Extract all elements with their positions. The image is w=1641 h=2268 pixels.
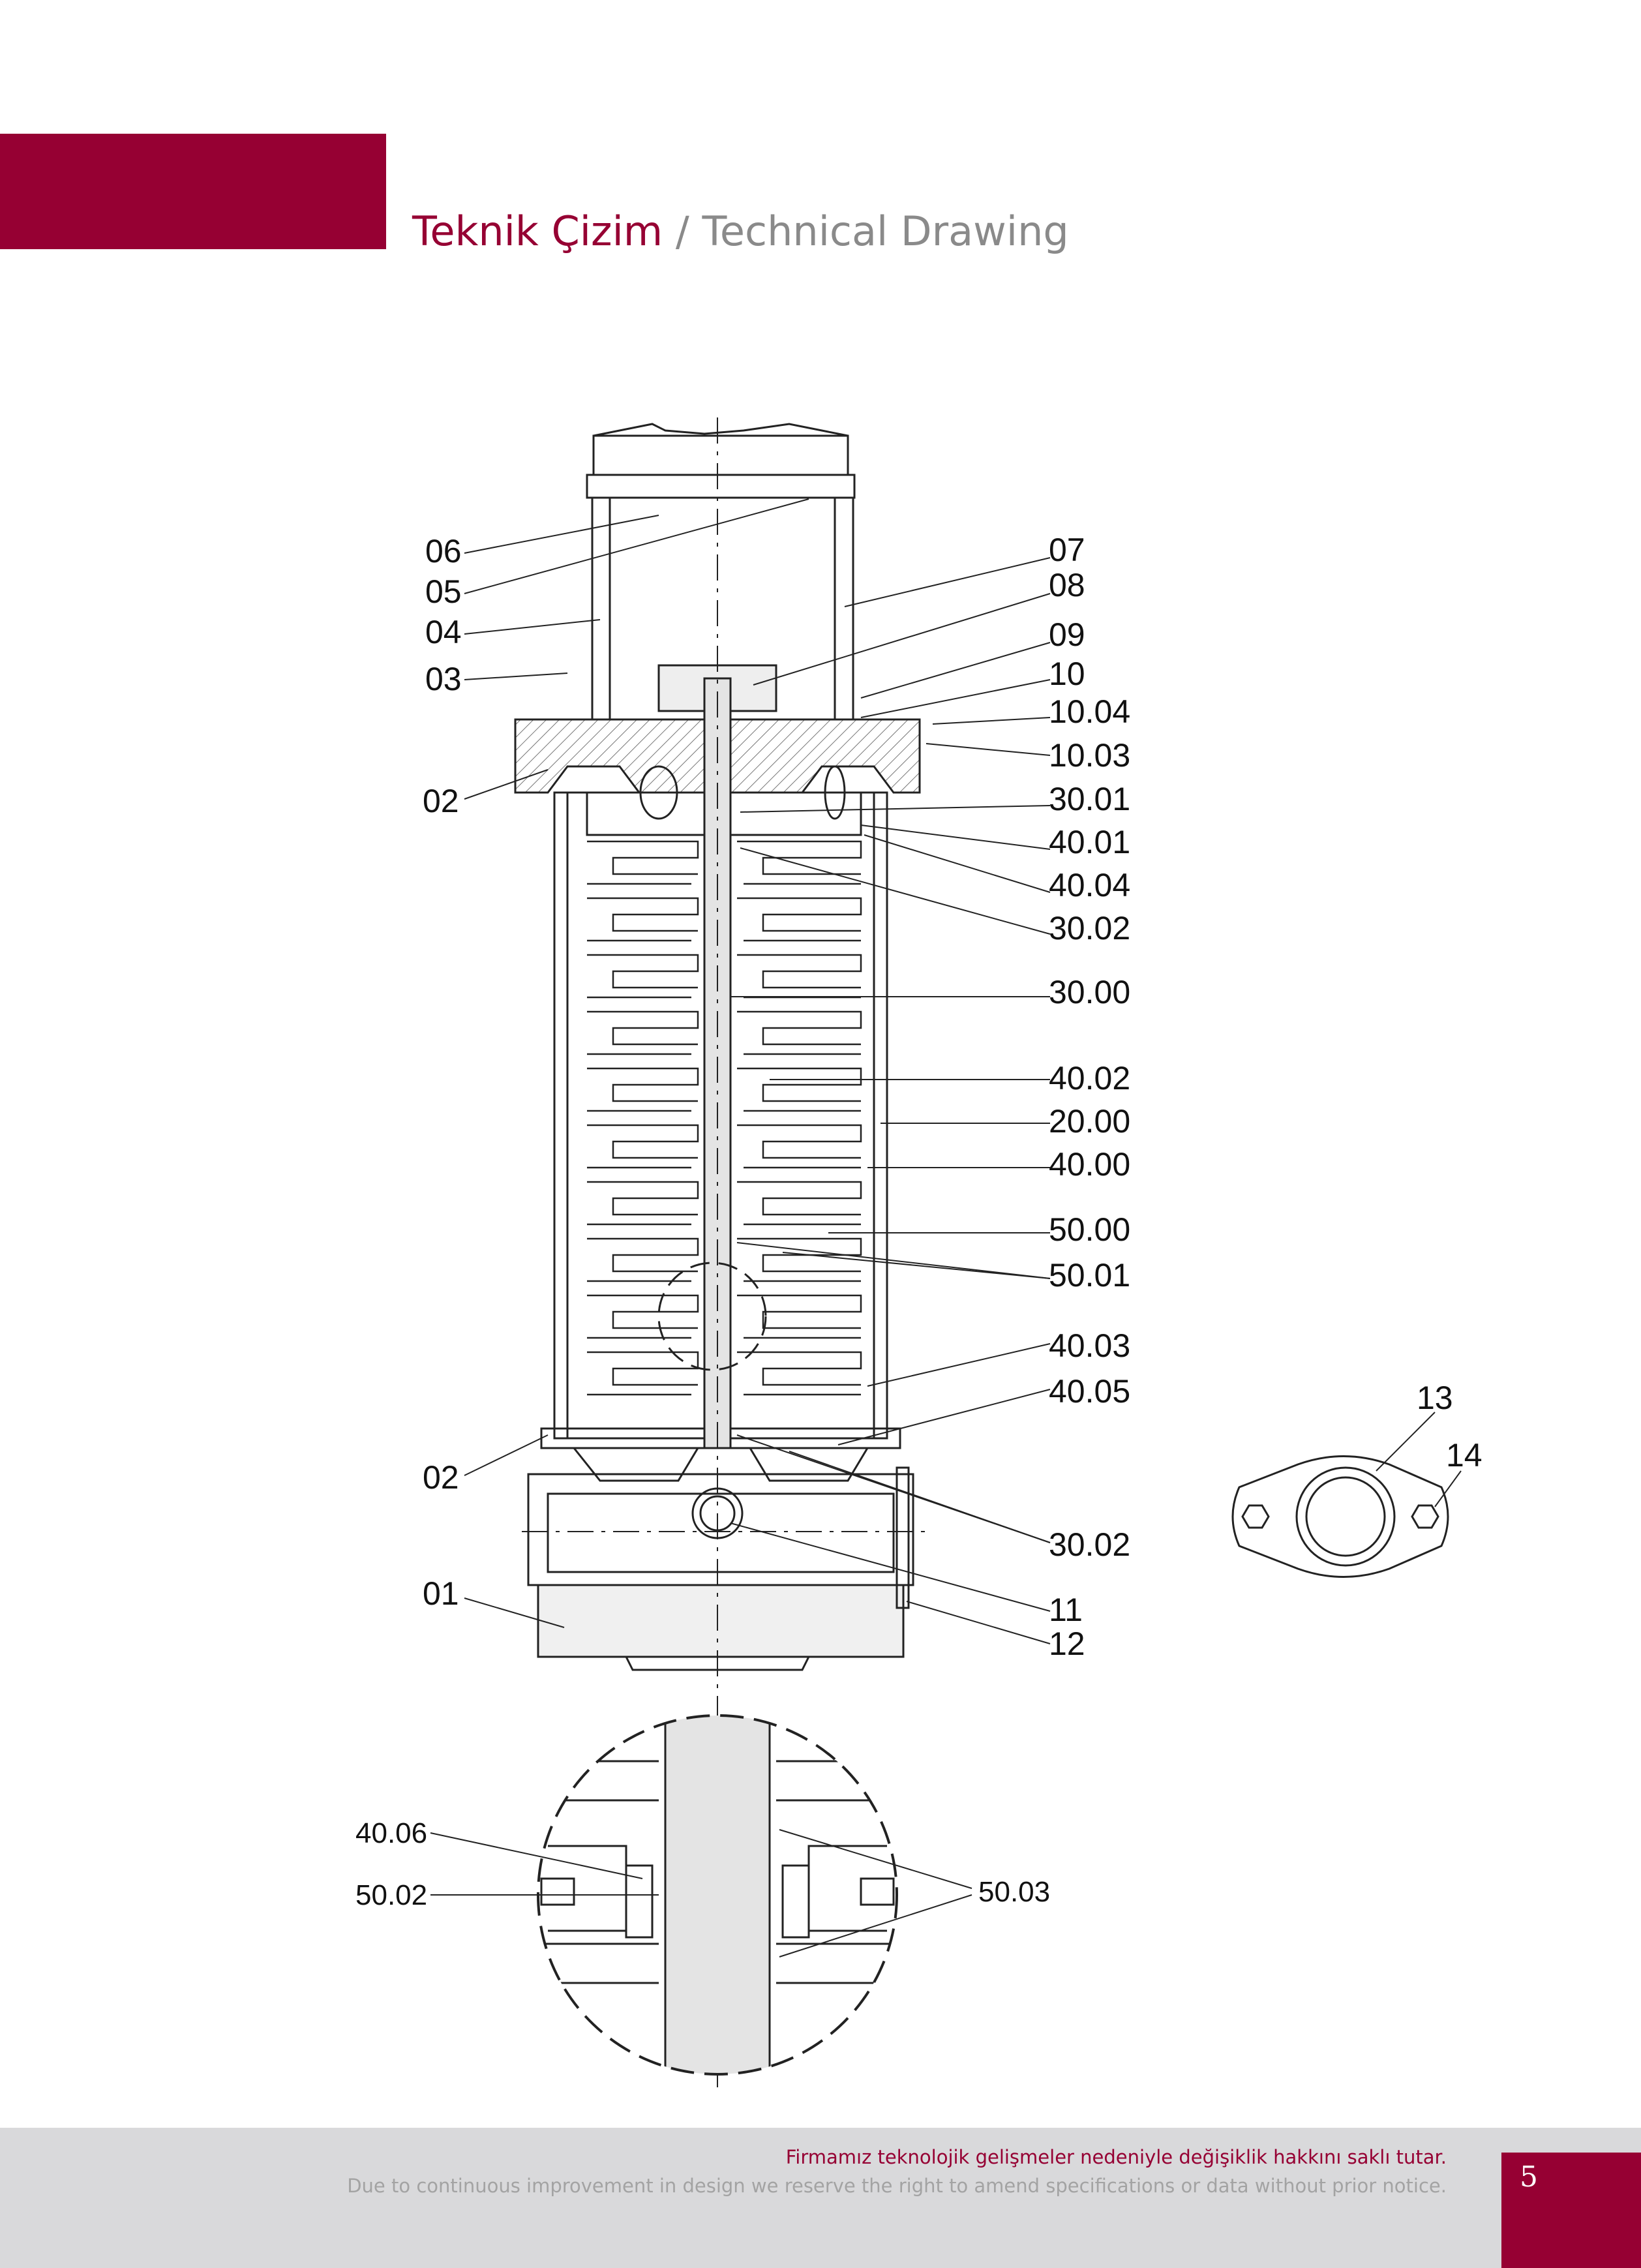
callouts-detail: 40.06 50.02 50.03 <box>355 1817 1050 1911</box>
footer-note-english: Due to continuous improvement in design … <box>347 2175 1447 2197</box>
page-number: 5 <box>1520 2160 1538 2194</box>
callout-04: 04 <box>425 614 462 650</box>
footer-bar <box>0 2128 1641 2268</box>
callout-10-04: 10.04 <box>1049 693 1130 730</box>
callout-20-00: 20.00 <box>1049 1103 1130 1140</box>
pump-stage <box>587 897 862 942</box>
callout-50-02: 50.02 <box>355 1879 427 1911</box>
callout-40-00: 40.00 <box>1049 1146 1130 1183</box>
pump-stage <box>587 840 862 885</box>
pump-stage <box>587 954 862 999</box>
pump-stage <box>587 1124 862 1169</box>
callout-09: 09 <box>1049 616 1085 653</box>
callout-10: 10 <box>1049 656 1085 692</box>
callout-10-03: 10.03 <box>1049 737 1130 774</box>
pump-stage <box>587 1294 862 1339</box>
callout-50-01: 50.01 <box>1049 1257 1130 1293</box>
callout-50-03: 50.03 <box>978 1876 1050 1908</box>
pump-stage <box>587 1181 862 1226</box>
callout-07: 07 <box>1049 532 1085 568</box>
callout-30-00: 30.00 <box>1049 974 1130 1010</box>
callout-02-top: 02 <box>423 783 459 819</box>
callout-40-04: 40.04 <box>1049 867 1130 903</box>
callout-30-01: 30.01 <box>1049 781 1130 817</box>
callout-40-06: 40.06 <box>355 1817 427 1849</box>
callout-30-02-bottom: 30.02 <box>1049 1526 1130 1563</box>
callout-03: 03 <box>425 661 462 697</box>
flange-view <box>1231 1412 1462 1578</box>
callout-12: 12 <box>1049 1625 1085 1662</box>
callout-14: 14 <box>1446 1437 1483 1474</box>
title-separator: / <box>675 207 689 255</box>
callout-11: 11 <box>1049 1592 1083 1628</box>
callout-06: 06 <box>425 533 462 569</box>
page-number-box <box>1501 2153 1641 2268</box>
header-banner <box>0 134 386 249</box>
callout-40-02: 40.02 <box>1049 1060 1130 1096</box>
pump-stage <box>587 1010 862 1055</box>
callout-05: 05 <box>425 573 462 610</box>
callout-30-02-top: 30.02 <box>1049 910 1130 946</box>
callout-13: 13 <box>1417 1380 1453 1416</box>
page-title: Teknik Çizim / Technical Drawing <box>412 207 1069 255</box>
title-turkish: Teknik Çizim <box>412 207 663 255</box>
title-english: Technical Drawing <box>702 207 1069 255</box>
callout-01: 01 <box>423 1575 459 1612</box>
footer-note-turkish: Firmamız teknolojik gelişmeler nedeniyle… <box>785 2146 1447 2168</box>
callouts-left: 06 05 04 03 02 02 01 <box>423 533 462 1612</box>
callout-40-01: 40.01 <box>1049 824 1130 860</box>
callouts-flange: 13 14 <box>1417 1380 1483 1474</box>
callout-40-05: 40.05 <box>1049 1373 1130 1410</box>
callout-50-00: 50.00 <box>1049 1211 1130 1248</box>
callout-08: 08 <box>1049 567 1085 603</box>
callout-40-03: 40.03 <box>1049 1327 1130 1364</box>
pump-stage <box>587 1351 862 1396</box>
callouts-right: 07 08 09 10 10.04 10.03 30.01 40.01 40.0… <box>1049 532 1130 1662</box>
callout-02-bottom: 02 <box>423 1459 459 1496</box>
pump-stage <box>587 1067 862 1112</box>
detail-view <box>540 1716 895 2074</box>
